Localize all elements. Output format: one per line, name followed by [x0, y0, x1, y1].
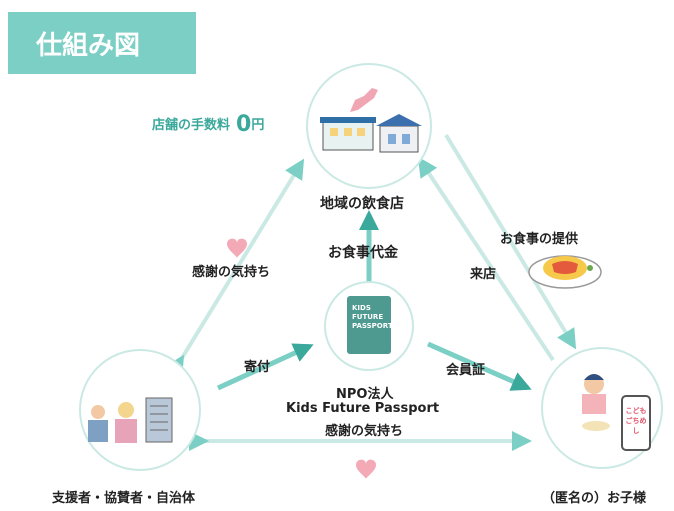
phone-screen-text: こども ごちめし — [625, 407, 647, 435]
store-fee-unit: 円 — [251, 118, 265, 133]
heart-icon — [227, 238, 247, 258]
arrow-gratitude-left — [165, 158, 305, 377]
store-fee-value: 0 — [236, 112, 252, 137]
donation-label: 寄付 — [244, 360, 271, 375]
shop-icon — [376, 114, 422, 153]
restaurant-label: 地域の飲食店 — [320, 196, 404, 212]
store-fee-text: 店舗の手数料 — [152, 118, 231, 133]
smartphone-icon — [621, 395, 651, 451]
supporters-label: 支援者・協賛者・自治体 — [52, 491, 196, 506]
passport-cover-text: KIDS FUTURE PASSPORT — [352, 304, 393, 330]
meal-service-label: お食事の提供 — [500, 232, 579, 247]
membership-label: 会員証 — [446, 363, 486, 378]
page-title: 仕組み図 — [8, 12, 196, 74]
arrow-meal-service — [444, 133, 577, 350]
plate-icon — [582, 421, 610, 431]
children-label: （匿名の）お子様 — [542, 491, 647, 506]
shop-icon — [320, 117, 376, 151]
store-fee-label: 店舗の手数料 0円 — [152, 112, 264, 137]
npo-label-line2: Kids Future Passport — [286, 401, 440, 416]
japan-map-icon — [350, 88, 378, 112]
arrow-visit — [417, 156, 555, 362]
visit-label: 来店 — [470, 267, 497, 282]
arrow-donation — [216, 343, 314, 391]
building-icon — [145, 397, 173, 443]
food-payment-label: お食事代金 — [328, 245, 398, 261]
npo-label-line1: NPO法人 — [336, 387, 394, 402]
person-icon — [88, 405, 108, 442]
gratitude-bottom-label: 感謝の気持ち — [325, 424, 404, 439]
person-icon — [115, 402, 137, 443]
arrow-membership — [426, 341, 532, 391]
heart-icon — [356, 459, 376, 479]
gratitude-left-label: 感謝の気持ち — [192, 265, 271, 280]
child-icon — [582, 374, 606, 414]
passport-icon — [347, 296, 391, 354]
